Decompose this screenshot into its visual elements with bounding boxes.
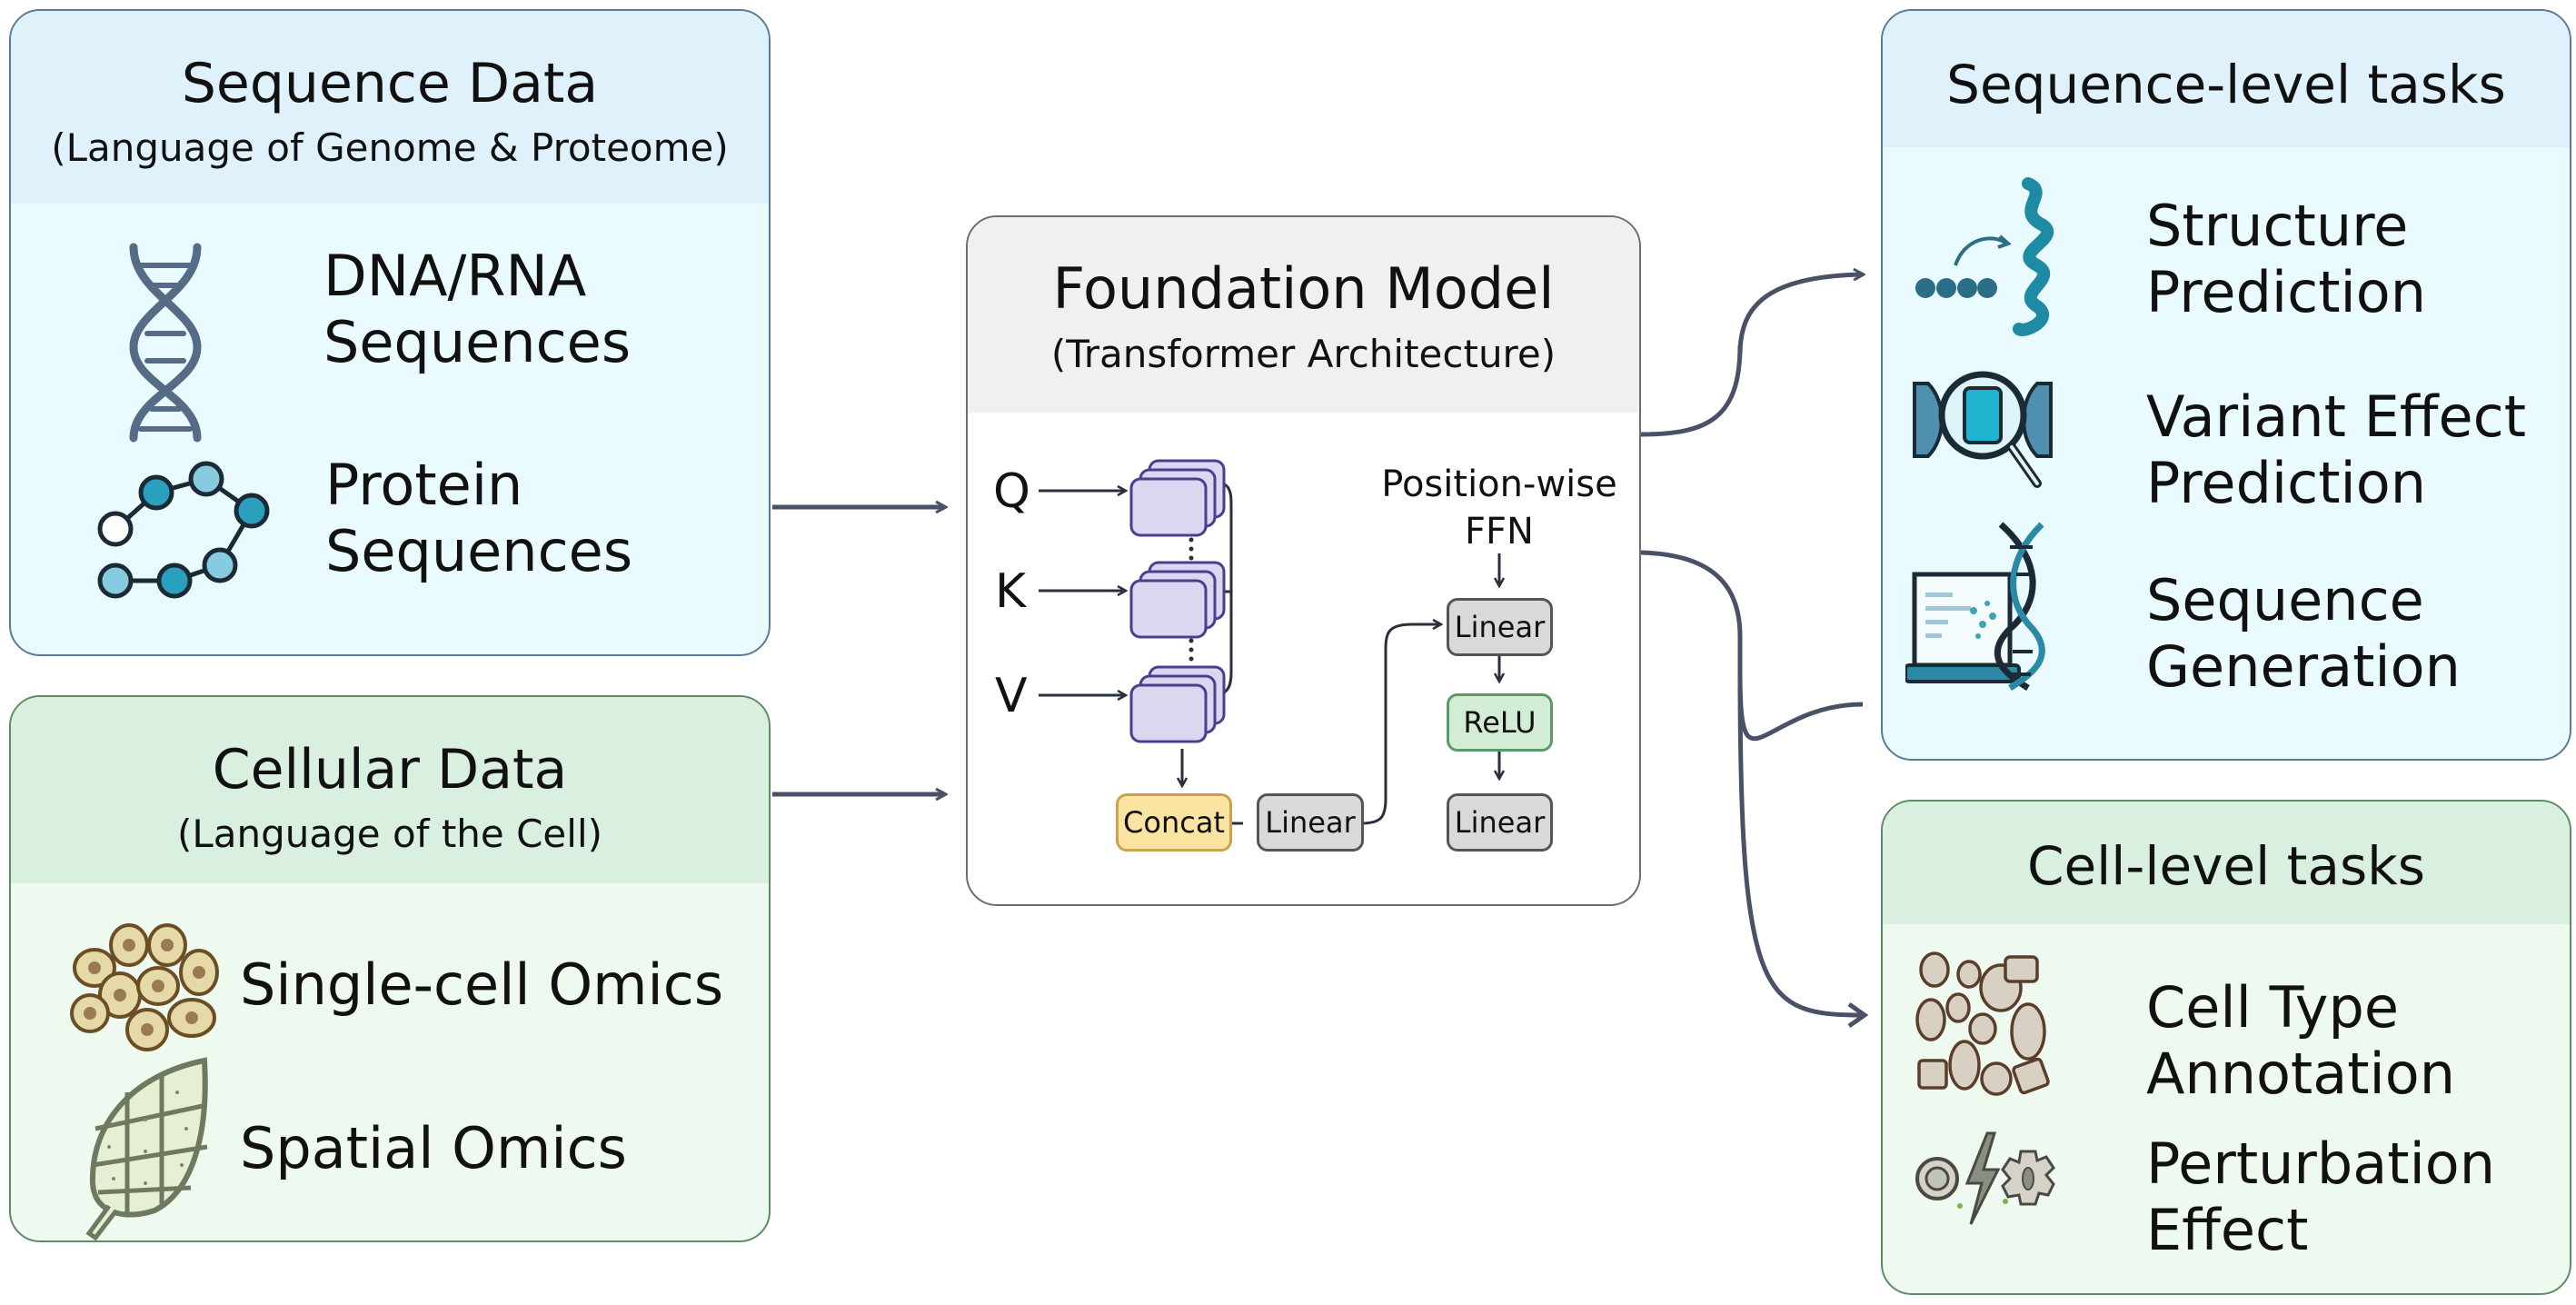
sequence-data-panel: Sequence Data (Language of Genome & Prot… bbox=[9, 9, 771, 656]
structure-prediction-label: Structure Prediction bbox=[2146, 193, 2427, 326]
ffn-relu-block: ReLU bbox=[1447, 693, 1553, 752]
arrow-model-to-sequence-tasks bbox=[1640, 274, 1863, 437]
key-label: K bbox=[995, 564, 1027, 619]
cell-tasks-panel: Cell-level tasks Cell Type Annotation bbox=[1881, 800, 2571, 1295]
panel-title: Sequence-level tasks bbox=[1946, 54, 2506, 115]
variant-effect-label: Variant Effect Prediction bbox=[2146, 384, 2527, 517]
panel-title: Cellular Data bbox=[212, 738, 568, 802]
tissue-grid-leaf-icon bbox=[82, 1056, 218, 1240]
ffn-linear-2-block: Linear bbox=[1447, 793, 1553, 852]
query-label: Q bbox=[993, 464, 1030, 519]
cell-types-icon bbox=[1915, 951, 2060, 1101]
sequence-tasks-header: Sequence-level tasks bbox=[1883, 11, 2570, 147]
structure-folding-icon bbox=[1915, 174, 2060, 338]
dna-rna-label: DNA/RNA Sequences bbox=[323, 243, 632, 376]
laptop-dna-icon bbox=[1905, 520, 2060, 692]
query-attention-head-3 bbox=[1129, 477, 1208, 537]
cellular-data-panel: Cellular Data (Language of the Cell) Sin… bbox=[9, 695, 771, 1242]
cell-cluster-icon bbox=[67, 922, 222, 1059]
linear-to-ffn-arrow bbox=[1360, 624, 1440, 825]
perturbation-icon bbox=[1915, 1129, 2060, 1229]
sequence-data-header: Sequence Data (Language of Genome & Prot… bbox=[11, 11, 769, 204]
panel-subtitle: (Language of Genome & Proteome) bbox=[51, 125, 729, 170]
concat-block: Concat bbox=[1116, 793, 1232, 852]
ffn-title: Position-wise FFN bbox=[1381, 463, 1617, 553]
panel-title: Sequence Data bbox=[181, 52, 599, 115]
panel-title: Foundation Model bbox=[1052, 255, 1555, 322]
value-attention-head-3 bbox=[1129, 683, 1208, 743]
attention-linear-block: Linear bbox=[1257, 793, 1364, 852]
protein-chain-icon bbox=[88, 461, 279, 615]
cellular-data-header: Cellular Data (Language of the Cell) bbox=[11, 697, 769, 883]
panel-subtitle: (Language of the Cell) bbox=[176, 812, 602, 856]
transformer-internals bbox=[1039, 459, 1641, 825]
foundation-model-panel: Foundation Model (Transformer Architectu… bbox=[966, 215, 1641, 906]
sequence-tasks-panel: Sequence-level tasks Structure Predictio… bbox=[1881, 9, 2571, 761]
ffn-linear-1-block: Linear bbox=[1447, 598, 1553, 656]
spatial-omics-label: Spatial Omics bbox=[240, 1115, 627, 1181]
perturbation-effect-label: Perturbation Effect bbox=[2146, 1131, 2496, 1264]
sequence-generation-label: Sequence Generation bbox=[2146, 567, 2461, 701]
protein-label: Protein Sequences bbox=[325, 452, 633, 585]
value-label: V bbox=[995, 669, 1028, 723]
key-attention-head-3 bbox=[1129, 579, 1208, 639]
cell-type-annotation-label: Cell Type Annotation bbox=[2146, 974, 2456, 1108]
arrow-model-to-cell-tasks bbox=[1640, 550, 1864, 742]
panel-title: Cell-level tasks bbox=[2026, 835, 2425, 897]
dna-helix-icon bbox=[115, 238, 215, 447]
panel-subtitle: (Transformer Architecture) bbox=[1050, 332, 1557, 376]
cell-tasks-header: Cell-level tasks bbox=[1883, 802, 2570, 924]
single-cell-omics-label: Single-cell Omics bbox=[240, 951, 724, 1018]
variant-magnifier-icon bbox=[1910, 347, 2055, 502]
foundation-model-header: Foundation Model (Transformer Architectu… bbox=[968, 217, 1639, 413]
